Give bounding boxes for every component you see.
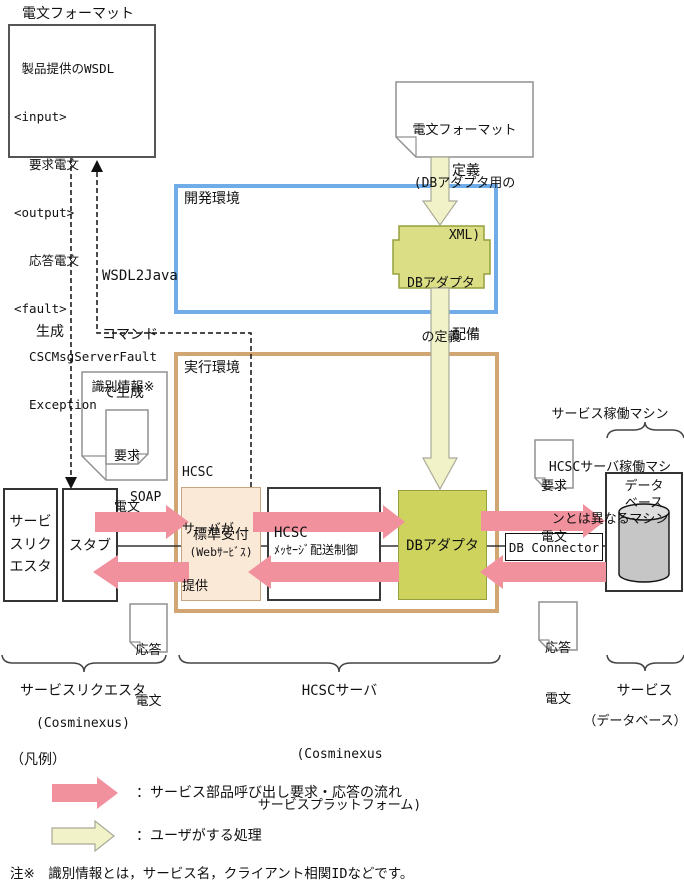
group-service-sub: （データベース） — [583, 714, 684, 729]
soap-label: SOAP — [130, 490, 162, 505]
hcsc-message-line2: ﾒｯｾｰｼﾞ配送制御 — [274, 543, 359, 557]
machine-note-line: サービス稼働マシン — [551, 407, 669, 422]
db-connector-label: DB Connector — [508, 539, 600, 555]
group-hcsc-sub-line: サービスプラットフォーム) — [257, 798, 422, 813]
legend-title: （凡例） — [10, 752, 66, 768]
group-requester-sub: (Cosminexus) — [36, 716, 130, 731]
db-adapter-def-line: DBアダプタ — [407, 276, 475, 291]
service-requester-line: スリク — [9, 536, 52, 553]
doc-line: 電文 — [113, 500, 140, 515]
wsdl-line: <input> — [14, 109, 67, 124]
deploy-label: 配備 — [452, 327, 480, 343]
wsdl2java-line: WSDL2Java — [102, 268, 178, 284]
fold-corner — [82, 455, 107, 480]
doc-line: 応答 — [135, 643, 162, 658]
hcsc-provided-line: サーバが — [182, 522, 234, 537]
doc-line: 電文 — [544, 692, 571, 707]
wsdl-line: 応答電文 — [14, 253, 80, 268]
wsdl-box: 製品提供のWSDL <input> 要求電文 <output> 応答電文 <fa… — [8, 24, 157, 412]
service-requester-text: サービ スリク エスタ — [10, 511, 52, 579]
footnote: 注※ 識別情報とは，サービス名，クライアント相関IDなどです。 — [10, 866, 414, 882]
group-requester-label: サービスリクエスタ — [20, 683, 146, 699]
brace-hcsc-server — [178, 654, 501, 673]
wsdl-line: 製品提供のWSDL — [14, 61, 115, 76]
legend-flow-label: ：サービス部品呼び出し要求・応答の流れ — [136, 785, 402, 801]
doc-line: 要求 — [113, 449, 140, 464]
hcsc-provided-line: HCSC — [182, 465, 214, 480]
legend-user-arrow — [51, 819, 115, 853]
standard-reception-box: 標準受付 (Webｻｰﾋﾞｽ) — [181, 487, 261, 601]
request-doc-inner-text: 要求 電文 — [108, 414, 146, 550]
wsdl-line: Exception — [14, 397, 97, 412]
hcsc-message-text: HCSC ﾒｯｾｰｼﾞ配送制御 — [269, 489, 379, 558]
wsdl2java-line: コマンド — [102, 326, 158, 343]
service-requester-line: エスタ — [9, 559, 52, 576]
brace-service — [606, 654, 684, 672]
group-hcsc-label: HCSCサーバ — [301, 683, 378, 699]
service-requester-line: サービ — [9, 514, 52, 531]
response-doc-right-text: 応答 電文 — [540, 606, 576, 742]
wsdl-box-lines: 製品提供のWSDL <input> 要求電文 <output> 応答電文 <fa… — [10, 26, 157, 445]
wsdl-line: 要求電文 — [14, 157, 80, 172]
doc-line: 電文 — [135, 694, 162, 709]
group-hcsc-sub: (Cosminexus サービスプラットフォーム) — [179, 712, 500, 848]
generate-label: 生成 — [36, 324, 64, 340]
doc-line: 応答 — [544, 641, 571, 656]
standard-reception-title: 標準受付 — [193, 527, 249, 543]
wsdl-line: <output> — [14, 205, 75, 220]
define-label: 定義 — [452, 163, 480, 179]
group-hcsc-sub-line: (Cosminexus — [296, 747, 383, 762]
machine-note: サービス稼働マシン HCSCサーバ稼働マシ ンとは異なるマシン — [536, 371, 684, 564]
group-service-label: サービス — [616, 683, 673, 699]
db-adapter-def-text: DBアダプタ の定義 — [399, 239, 483, 383]
machine-note-line: HCSCサーバ稼働マシ — [548, 459, 672, 475]
standard-reception-text: 標準受付 (Webｻｰﾋﾞｽ) — [182, 488, 260, 560]
stub-label: スタブ — [69, 538, 111, 554]
xml-doc-line: 電文フォーマット — [412, 123, 517, 138]
hcsc-message-line1: HCSC — [274, 525, 308, 541]
run-environment-label: 実行環境 — [184, 360, 240, 376]
hcsc-message-box: HCSC ﾒｯｾｰｼﾞ配送制御 — [267, 487, 381, 601]
machine-note-line: ンとは異なるマシン — [551, 512, 669, 527]
legend-user-label: ：ユーザがする処理 — [136, 828, 262, 844]
database-line: データ — [624, 479, 664, 494]
db-adapter-box: DBアダプタ — [398, 490, 487, 600]
dev-environment-label: 開発環境 — [184, 191, 240, 207]
wsdl-line: <fault> — [14, 301, 67, 316]
legend-flow-arrow — [52, 777, 118, 809]
standard-reception-subtitle: (Webｻｰﾋﾞｽ) — [189, 545, 253, 559]
service-requester-box: サービ スリク エスタ — [3, 488, 58, 602]
wsdl2java-label: WSDL2Java コマンド で生成 — [102, 228, 178, 443]
wsdl-format-title: 電文フォーマット — [22, 6, 134, 22]
db-adapter-label: DBアダプタ — [406, 538, 479, 554]
id-info-title: 識別情報※ — [91, 380, 155, 395]
hcsc-provided-line: 提供 — [182, 579, 209, 594]
